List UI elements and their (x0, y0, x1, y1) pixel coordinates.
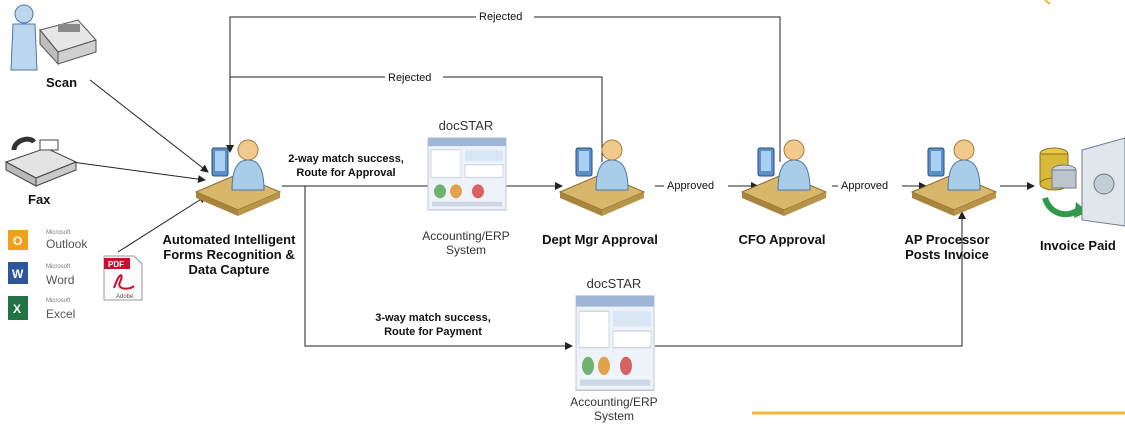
rejected-outer-label: Rejected (479, 11, 522, 23)
outlook-icon-letter: O (13, 234, 22, 248)
adobe-icon (113, 274, 135, 290)
capture-label-1: Automated Intelligent (163, 232, 297, 247)
outlook-name: Outlook (46, 237, 88, 251)
dept-mgr-worker-icon (559, 139, 645, 217)
pdf-badge-bg (104, 258, 130, 269)
word-app: W Microsoft Word (8, 262, 74, 287)
payment-to-ap-line (655, 211, 966, 347)
scan-label: Scan (46, 75, 77, 90)
cfo-label: CFO Approval (739, 232, 826, 247)
rejected-inner-label: Rejected (388, 72, 431, 84)
outlook-top: Microsoft (46, 230, 71, 236)
docstar-top-title: docSTAR (439, 118, 494, 133)
scan-source: Scan (10, 4, 97, 90)
approved-1-label: Approved (667, 180, 714, 192)
adobe-label: Adobe (116, 294, 134, 300)
word-name: Word (46, 273, 74, 287)
approved-1-label-bg (664, 179, 728, 192)
three-way-line (304, 186, 573, 350)
docstar-bottom-title: docSTAR (587, 276, 642, 291)
docstar-bottom-caption-1: Accounting/ERP (570, 395, 657, 409)
ap-processor-label-1: AP Processor (904, 232, 989, 247)
fax-machine-icon (4, 136, 78, 187)
accent-tick (1044, 0, 1051, 5)
pdf-to-capture-line (117, 195, 207, 253)
person-icon (10, 4, 38, 71)
fax-label: Fax (28, 192, 51, 207)
excel-icon (8, 296, 28, 320)
excel-name: Excel (46, 307, 75, 321)
excel-icon-letter: X (13, 302, 21, 316)
capture-label-2: Forms Recognition & (163, 247, 294, 262)
scan-to-capture-line (89, 79, 209, 173)
word-icon (8, 262, 28, 284)
rejected-outer-label-bg (476, 10, 534, 23)
word-top: Microsoft (46, 264, 71, 270)
outlook-icon (8, 230, 28, 250)
approved-2-label: Approved (841, 180, 888, 192)
excel-app: X Microsoft Excel (8, 296, 75, 321)
rejected-inner-line (230, 76, 603, 162)
fax-to-capture-line (71, 161, 206, 184)
dept-mgr-label: Dept Mgr Approval (542, 232, 658, 247)
rejected-inner-label-bg (385, 70, 443, 83)
three-way-label-2: Route for Payment (384, 326, 482, 338)
ap-processor-worker-icon (911, 139, 997, 217)
docstar-top-caption-2: System (446, 243, 486, 257)
coins-safe-icon (1039, 137, 1125, 227)
three-way-label-1: 3-way match success, (375, 312, 491, 324)
cfo-worker-icon (741, 139, 827, 217)
two-way-label-1: 2-way match success, (288, 153, 404, 165)
docstar-top-screenshot (427, 137, 507, 211)
docstar-bottom-screenshot (575, 295, 655, 391)
ap-processor-label-2: Posts Invoice (905, 247, 989, 262)
docstar-bottom-caption-2: System (594, 409, 634, 423)
outlook-app: O Microsoft Outlook (8, 230, 88, 251)
excel-top: Microsoft (46, 298, 71, 304)
approved-2-label-bg (838, 179, 902, 192)
two-way-label-2: Route for Approval (296, 167, 395, 179)
word-icon-letter: W (12, 267, 24, 281)
docstar-top-caption-1: Accounting/ERP (422, 229, 509, 243)
pdf-badge: PDF (108, 260, 124, 269)
capture-worker-icon (195, 139, 281, 217)
pdf-document: PDF Adobe (103, 255, 143, 301)
capture-label-3: Data Capture (189, 262, 270, 277)
invoice-paid-label: Invoice Paid (1040, 238, 1116, 253)
scanner-icon (39, 19, 97, 66)
fax-source: Fax (4, 136, 78, 207)
